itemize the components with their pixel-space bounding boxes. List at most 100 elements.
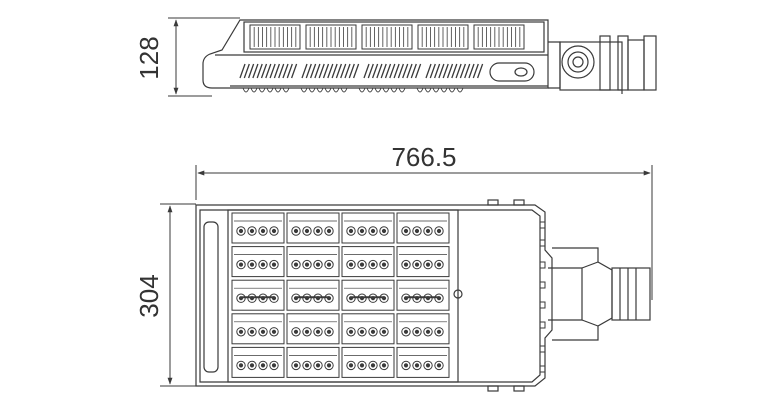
side-led-bump: [316, 87, 324, 93]
led-module: [231, 346, 285, 378]
led-lens: [434, 360, 444, 371]
side-led-bump: [416, 87, 424, 93]
led-lens: [236, 259, 246, 270]
side-fin-block: [243, 21, 545, 53]
side-fin-group: [305, 24, 357, 50]
side-mount-bracket: [559, 35, 657, 94]
led-module-frame: [227, 209, 459, 383]
led-lens: [313, 327, 323, 337]
side-height-dimension: [168, 17, 240, 97]
led-lens: [313, 259, 323, 270]
side-led-bump: [390, 87, 398, 93]
led-lens: [357, 259, 367, 270]
led-module: [341, 313, 395, 345]
led-lens: [368, 327, 378, 337]
led-lens: [324, 327, 334, 337]
side-led-bump: [282, 87, 290, 93]
top-mount-bracket: [548, 247, 651, 341]
led-module: [341, 279, 395, 311]
led-lens: [302, 360, 312, 371]
width-label: 304: [134, 274, 164, 317]
side-height-label: 128: [134, 36, 164, 79]
led-lens: [434, 259, 444, 270]
side-bolt: [539, 221, 546, 229]
led-lens: [368, 226, 378, 236]
side-bolt: [539, 365, 546, 373]
led-lens: [357, 226, 367, 236]
led-lens: [313, 226, 323, 236]
led-lens: [247, 327, 257, 337]
led-lens: [236, 327, 246, 337]
led-lens: [258, 360, 268, 371]
led-lens: [258, 327, 268, 337]
led-lens: [379, 360, 389, 371]
side-fin-group: [417, 24, 469, 50]
led-lens: [401, 327, 411, 337]
side-vent-group: [425, 63, 484, 79]
led-lens: [324, 259, 334, 270]
side-led-bump: [308, 87, 316, 93]
side-led-bump: [366, 87, 374, 93]
top-housing-outline: [195, 204, 553, 387]
side-led-bump: [274, 87, 282, 93]
side-led-bump: [340, 87, 348, 93]
top-handle-slot: [203, 221, 219, 373]
top-view: [195, 199, 651, 392]
led-lens: [423, 259, 433, 270]
side-led-bump: [266, 87, 274, 93]
led-lens: [346, 226, 356, 236]
side-led-bump: [398, 87, 406, 93]
led-lens: [302, 259, 312, 270]
led-lens: [357, 327, 367, 337]
side-bolt: [539, 345, 546, 353]
side-vent-groups: [239, 63, 484, 79]
led-lens: [423, 327, 433, 337]
led-lens: [258, 226, 268, 236]
side-led-bump: [440, 87, 448, 93]
led-lens: [401, 259, 411, 270]
length-label: 766.5: [391, 142, 456, 172]
side-oval-badge: [489, 62, 535, 82]
side-led-bump: [358, 87, 366, 93]
led-lens: [412, 327, 422, 337]
side-led-bump: [382, 87, 390, 93]
led-lens: [247, 360, 257, 371]
led-module: [231, 212, 285, 244]
side-bolt: [539, 261, 546, 269]
led-lens: [236, 360, 246, 371]
led-lens: [379, 226, 389, 236]
side-vent-group: [239, 63, 298, 79]
side-vent-group: [363, 63, 422, 79]
side-led-bump: [424, 87, 432, 93]
side-fin-group: [249, 24, 301, 50]
led-lens: [379, 259, 389, 270]
length-dimension: [195, 165, 653, 300]
side-fin-groups: [249, 24, 525, 50]
led-module: [341, 346, 395, 378]
led-module: [286, 246, 340, 278]
led-lens: [269, 360, 279, 371]
led-lens: [291, 360, 301, 371]
led-lens: [324, 226, 334, 236]
led-lens: [434, 226, 444, 236]
led-lens: [346, 327, 356, 337]
led-lens: [247, 259, 257, 270]
side-led-bump: [332, 87, 340, 93]
led-lens: [324, 360, 334, 371]
led-lens: [291, 259, 301, 270]
led-module: [341, 246, 395, 278]
led-lens: [368, 259, 378, 270]
led-lens: [423, 360, 433, 371]
side-housing-outline: [202, 19, 549, 89]
led-module: [286, 313, 340, 345]
led-lens: [313, 360, 323, 371]
led-lens: [368, 360, 378, 371]
led-lens: [269, 259, 279, 270]
led-lens: [379, 327, 389, 337]
led-lens: [401, 226, 411, 236]
led-lens: [236, 226, 246, 236]
side-led-bump: [250, 87, 258, 93]
width-dimension: [160, 203, 196, 387]
led-lens: [423, 226, 433, 236]
side-bolt: [539, 301, 546, 309]
